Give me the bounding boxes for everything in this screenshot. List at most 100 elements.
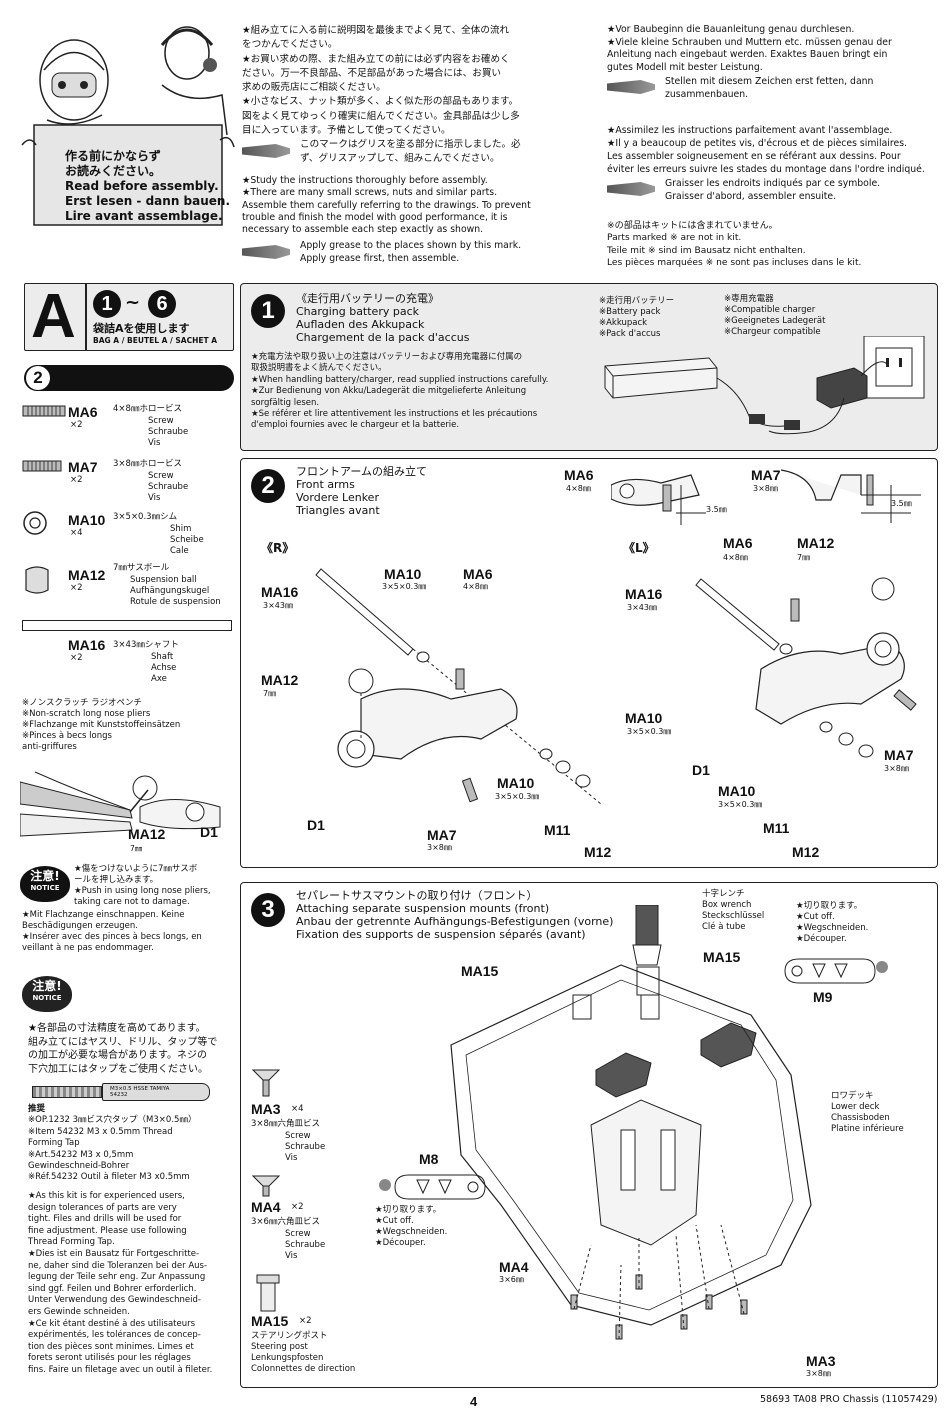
cut-line: ★Découper. [375, 1238, 426, 1248]
notice2-jp-line: 下穴加工にはタップをご使用ください。 [28, 1063, 208, 1075]
r-ma10b-size: 3×5×0.3㎜ [495, 792, 540, 801]
notice2-line: legung der Teile sehr eng. Zur Anpassung [28, 1272, 206, 1283]
part-qty: ×2 [299, 1316, 312, 1326]
notkit-line: Les pièces marquées ※ ne sont pas inclus… [607, 257, 862, 268]
battery-line: ※走行用バッテリー [599, 296, 675, 306]
intro-fr-line: Les assembler soigneusement en se référa… [607, 150, 901, 162]
range-tilde: ~ [125, 292, 141, 313]
rec-label: 推奨 [28, 1104, 46, 1114]
l-m11-label: M11 [763, 820, 790, 836]
ma12-ball-icon [25, 566, 49, 594]
bag-jp: 袋詰Aを使用します [93, 322, 190, 335]
step1-title: Chargement de la pack d'accus [296, 331, 470, 344]
cut-off-note-top: ★切り取ります。 ★Cut off. ★Wegschneiden. ★Décou… [796, 901, 868, 945]
charger-line: ※Geeignetes Ladegerät [724, 316, 826, 326]
r-ma12-label: MA12 [261, 672, 299, 688]
left-side-label: 《L》 [623, 541, 655, 555]
notice2-line: ★Dies ist ein Bausatz für Fortgeschritte… [28, 1248, 200, 1259]
ma15-steering-post-icon [256, 1274, 280, 1312]
wrench-line: Clé à tube [702, 922, 746, 932]
sign-en: Read before assembly. [65, 179, 219, 193]
grease-mark-icon [607, 182, 655, 196]
l-d1-label: D1 [692, 762, 710, 778]
part-name: Schraube [285, 1142, 326, 1152]
intro-jp-line: ★小さなビス、ナット類が多く、よく似た形の部品もあります。 [242, 96, 519, 108]
grease-mark-icon [607, 80, 655, 94]
rec-line: Forming Tap [28, 1138, 80, 1149]
step1-line: ★Zur Bedienung von Akku/Ladegerät die mi… [251, 386, 527, 397]
part-name: Vis [148, 438, 161, 448]
intro-en-line: trouble and finish the model with good p… [242, 211, 508, 223]
part-code: MA3 [251, 1101, 281, 1117]
sign-jp-1: 作る前にかならず [65, 149, 161, 163]
notkit-line: Teile mit ※ sind im Bausatz nicht enthal… [607, 245, 806, 256]
battery-line: ※Akkupack [599, 318, 648, 328]
notice1-text-a: ★傷をつけないように7㎜サスボ ールを押し込みます。 ★Push in usin… [74, 864, 239, 908]
bag-a-header: A 1 ~ 6 袋詰Aを使用します BAG A / BEUTEL A / SAC… [24, 283, 234, 351]
page-number: 4 [470, 1394, 478, 1409]
part-code: MA16 [68, 637, 106, 653]
cut-off-note-bottom: ★切り取ります。 ★Cut off. ★Wegschneiden. ★Décou… [375, 1205, 447, 1249]
part-name: Axe [151, 674, 167, 684]
part-name: Achse [151, 663, 177, 673]
part-code: MA4 [251, 1199, 281, 1215]
step1-number: 1 [251, 294, 285, 328]
not-in-kit-note: ※の部品はキットには含まれていません。 Parts marked ※ are n… [607, 220, 942, 269]
cut-line: ★Cut off. [375, 1216, 414, 1226]
step1-title: Charging battery pack [296, 305, 419, 318]
detail-ma6-size: 4×8㎜ [566, 484, 591, 493]
intro-fr-line: ★Assimilez les instructions parfaitement… [607, 125, 893, 136]
part-name: Shim [170, 524, 192, 534]
intro-en-line: necessary to assemble each step exactly … [242, 224, 484, 236]
step2-bar-num: 2 [26, 366, 50, 390]
rec-line: Gewindeschneid-Bohrer [28, 1161, 130, 1172]
part-size: 3×5×0.3㎜シム [113, 512, 178, 522]
part-qty: ×2 [291, 1202, 304, 1212]
notice-en: NOTICE [32, 994, 62, 1002]
part-name: Cale [170, 546, 189, 556]
sign-fr: Lire avant assemblage. [65, 209, 223, 223]
notkit-line: Parts marked ※ are not in kit. [607, 233, 742, 244]
part-size: 4×8㎜ホロービス [113, 404, 182, 414]
intro-en-block: ★Study the instructions thoroughly befor… [242, 175, 577, 236]
notice2-jp: ★各部品の寸法精度を高めてあります。 組み立てにはヤスリ、ドリル、タップ等で の… [28, 1022, 240, 1076]
notice2-body: ★As this kit is for experienced users, d… [28, 1191, 240, 1377]
l-ma10b-size: 3×5×0.3㎜ [718, 800, 763, 809]
sign-de: Erst lesen - dann bauen. [65, 194, 231, 208]
en-grease-line: Apply grease first, then assemble. [300, 252, 460, 264]
de-grease-line: zusammenbauen. [665, 88, 749, 100]
m9-spacer-sprue-icon [784, 958, 888, 984]
notice2-line: sind ggf. Feilen und Bohrer erforderlich… [28, 1283, 197, 1294]
part-name: Rotule de suspension [130, 597, 221, 607]
ma6-screw-icon [22, 405, 66, 417]
notice1-line: ★Push in using long nose pliers, [74, 886, 211, 896]
step1-line: sorgfältig lesen. [251, 397, 320, 408]
notice-en: NOTICE [30, 884, 60, 892]
detail-dim-right: 3.5㎜ [891, 499, 912, 508]
part-name: Steering post [251, 1342, 308, 1352]
ma3-countersunk-screw-icon [251, 1069, 281, 1097]
pliers-ma12-size: 7㎜ [130, 844, 143, 853]
front-arm-assembly-drawing [315, 568, 917, 805]
pliers-line: ※Flachzange mit Kunststoffeinsätzen [22, 720, 181, 730]
part-code: MA10 [68, 512, 106, 528]
intro-jp-grease: このマークはグリスを塗る部分に指示しました。必 ず、グリスアップして、組みこんで… [242, 138, 582, 166]
notice2-line: tion des pièces sont minimes. Limes et [28, 1341, 194, 1352]
m8-spacer-sprue-icon [379, 1174, 486, 1200]
ma16-shaft-icon [22, 620, 232, 631]
battery-charger-illustration [604, 336, 925, 435]
part-size: 3×43㎜シャフト [113, 640, 179, 650]
r-ma6-size: 4×8㎜ [463, 582, 488, 591]
part-name: Vis [285, 1251, 298, 1261]
part-name: Screw [148, 416, 174, 426]
r-ma12-size: 7㎜ [263, 689, 277, 698]
step2-title: Vordere Lenker [296, 491, 379, 504]
r-ma7-label: MA7 [427, 827, 457, 843]
notice1-line: Beschädigungen erzeugen. [22, 921, 138, 931]
step2-bar: 2 [24, 365, 234, 391]
pliers-line: anti-griffures [22, 742, 77, 752]
r-ma16-label: MA16 [261, 584, 299, 600]
r-ma7-size: 3×8㎜ [427, 843, 452, 852]
